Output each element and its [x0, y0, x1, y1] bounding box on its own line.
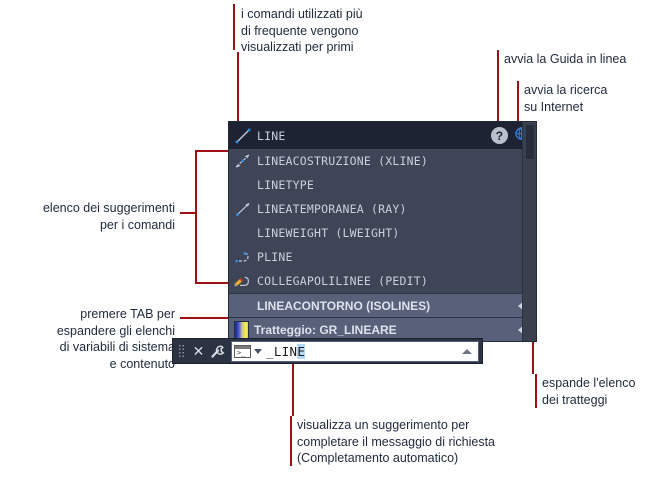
rule-internet-search: [517, 81, 519, 115]
leader-autocomplete: [292, 362, 294, 416]
suggestion-row-pedit[interactable]: COLLEGAPOLILINEE (PEDIT): [229, 269, 536, 293]
suggestion-row-label: LINEACOSTRUZIONE (XLINE): [257, 154, 428, 168]
pedit-icon: [233, 271, 253, 291]
bracket-suggestions-list: [195, 150, 197, 284]
command-input-autocomplete-selection: E: [297, 343, 306, 359]
command-line-bar[interactable]: ✕ >_ _LINE: [172, 338, 483, 364]
leader-expand-hatch: [532, 330, 534, 374]
expand-left-arrow-icon[interactable]: [518, 324, 524, 335]
suggestion-row-label: LINEWEIGHT (LWEIGHT): [257, 226, 400, 240]
suggestion-row-isolines[interactable]: LINEACONTORNO (ISOLINES): [229, 293, 536, 317]
pline-icon: [233, 247, 253, 267]
callout-tab-expand: premere TAB per espandere gli elenchi di…: [56, 307, 175, 371]
leader-help-online: [497, 68, 499, 127]
suggestion-row-label: COLLEGAPOLILINEE (PEDIT): [257, 274, 428, 288]
leader-suggestions-list: [180, 212, 196, 214]
no-icon: [233, 296, 253, 316]
suggestion-row-label: LINEACONTORNO (ISOLINES): [257, 298, 431, 313]
suggestion-row-linetype[interactable]: LINETYPE: [229, 173, 536, 197]
callout-internet-search: avvia la ricerca su Internet: [524, 83, 608, 114]
gradient-swatch-icon: [234, 320, 249, 339]
scrollbar-thumb[interactable]: [526, 125, 534, 159]
bracket-suggestions-bottom: [195, 282, 228, 284]
callout-expand-hatch: espande l'elenco dei tratteggi: [542, 376, 636, 407]
leader-tab-expand: [180, 317, 229, 319]
line-icon: [233, 126, 253, 146]
bracket-suggestions-top: [195, 150, 228, 152]
rule-help-online: [497, 50, 499, 68]
no-icon: [233, 175, 253, 195]
command-prompt-icon: >_: [234, 344, 251, 358]
suggestion-header-row[interactable]: LINE ?: [229, 122, 536, 149]
suggestion-row-ray[interactable]: LINEATEMPORANEA (RAY): [229, 197, 536, 221]
suggestion-row-label: LINEATEMPORANEA (RAY): [257, 202, 407, 216]
suggestion-row-lweight[interactable]: LINEWEIGHT (LWEIGHT): [229, 221, 536, 245]
suggestion-row-label: LINETYPE: [257, 178, 314, 192]
xline-icon: [233, 151, 253, 171]
drag-grip-icon[interactable]: [178, 343, 185, 359]
wrench-icon[interactable]: [208, 342, 227, 361]
vertical-scrollbar[interactable]: [522, 122, 536, 341]
suggestion-row-tratteggio[interactable]: Tratteggio: GR_LINEARE: [229, 317, 536, 341]
suggestion-row-xline[interactable]: LINEACOSTRUZIONE (XLINE): [229, 149, 536, 173]
callout-help-online: avvia la Guida in linea: [504, 52, 627, 66]
suggestion-row-pline[interactable]: PLINE: [229, 245, 536, 269]
command-input-typed: _LIN: [266, 343, 298, 359]
expand-left-arrow-icon[interactable]: [518, 300, 524, 311]
suggestion-header-label: LINE: [257, 128, 286, 143]
callout-autocomplete: visualizza un suggerimento per completar…: [297, 418, 496, 465]
leader-top-frequent: [237, 52, 239, 124]
command-input-field[interactable]: >_ _LINE: [231, 340, 479, 362]
command-suggestion-panel[interactable]: LINE ? LINEA: [228, 121, 537, 342]
help-question-icon[interactable]: ?: [491, 127, 508, 144]
callout-top-frequent: i comandi utilizzati più di frequente ve…: [241, 7, 363, 54]
suggestion-row-label: PLINE: [257, 250, 293, 264]
rule-autocomplete: [290, 416, 292, 466]
callout-suggestions-list: elenco dei suggerimenti per i comandi: [42, 201, 175, 232]
expand-up-arrow-icon[interactable]: [462, 348, 472, 354]
rule-expand-hatch: [535, 374, 537, 408]
rule-top-frequent-vertical: [233, 4, 235, 50]
suggestion-row-label: Tratteggio: GR_LINEARE: [254, 322, 397, 337]
close-icon[interactable]: ✕: [192, 342, 205, 359]
ray-icon: [233, 199, 253, 219]
chevron-down-icon[interactable]: [254, 348, 262, 354]
no-icon: [233, 223, 253, 243]
command-input-text: _LINE: [266, 343, 306, 359]
